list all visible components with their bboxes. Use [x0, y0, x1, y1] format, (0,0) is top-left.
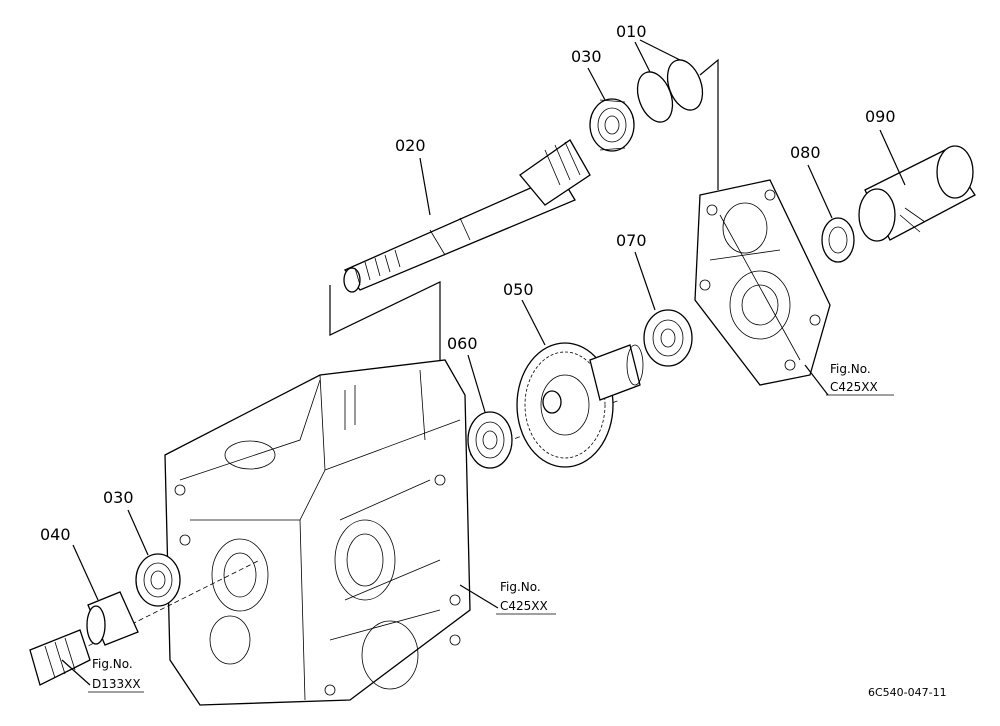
fig-ref-left[interactable]: Fig.No. D133XX: [88, 657, 144, 693]
fig-ref-left-prefix: Fig.No.: [92, 657, 133, 671]
leader-090: [879, 129, 906, 186]
label-060: 060: [447, 334, 478, 353]
leader-ref-right: [804, 364, 829, 396]
leader-070: [634, 251, 656, 311]
leader-030-bottom: [127, 509, 149, 556]
bearing-030-bottom: [135, 553, 181, 607]
leader-010: [634, 39, 681, 73]
leader-bracket-shaft: [329, 281, 441, 360]
transmission-case: [164, 359, 471, 706]
gear-050: [516, 342, 644, 468]
label-030-top: 030: [571, 47, 602, 66]
label-050: 050: [503, 280, 534, 299]
leader-bracket-cover: [699, 58, 719, 190]
label-090: 090: [865, 107, 896, 126]
leader-080: [807, 164, 833, 219]
sleeve-040: [86, 591, 139, 646]
alignment-line-left: [59, 559, 261, 661]
leader-ref-center: [459, 584, 499, 609]
label-020: 020: [395, 136, 426, 155]
drawing-code: 6C540-047-11: [868, 686, 947, 699]
seal-080: [821, 217, 855, 263]
label-040: 040: [40, 525, 71, 544]
leader-060: [467, 354, 486, 413]
fig-ref-center-prefix: Fig.No.: [500, 580, 541, 594]
cover-plate: [694, 179, 831, 386]
fig-ref-left-code: D133XX: [92, 677, 141, 691]
label-080: 080: [790, 143, 821, 162]
leader-040: [72, 544, 99, 601]
label-070: 070: [616, 231, 647, 250]
leader-030-top: [587, 67, 606, 101]
fig-ref-right-prefix: Fig.No.: [830, 362, 871, 376]
bearing-060: [467, 411, 513, 469]
leader-ref-left: [61, 659, 91, 686]
shaft-020: [343, 139, 591, 293]
o-rings-010: [636, 59, 704, 123]
fig-ref-right[interactable]: Fig.No. C425XX: [826, 362, 894, 396]
leader-020: [419, 157, 431, 216]
fig-ref-center[interactable]: Fig.No. C425XX: [496, 580, 556, 615]
bearing-030-top: [589, 98, 635, 152]
input-shaft-stub: [29, 629, 91, 686]
cap-090: [858, 145, 976, 242]
label-010: 010: [616, 22, 647, 41]
label-030-bottom: 030: [103, 488, 134, 507]
leader-050: [521, 299, 546, 346]
fig-ref-right-code: C425XX: [830, 380, 878, 394]
bearing-070: [643, 309, 693, 367]
fig-ref-center-code: C425XX: [500, 599, 548, 613]
